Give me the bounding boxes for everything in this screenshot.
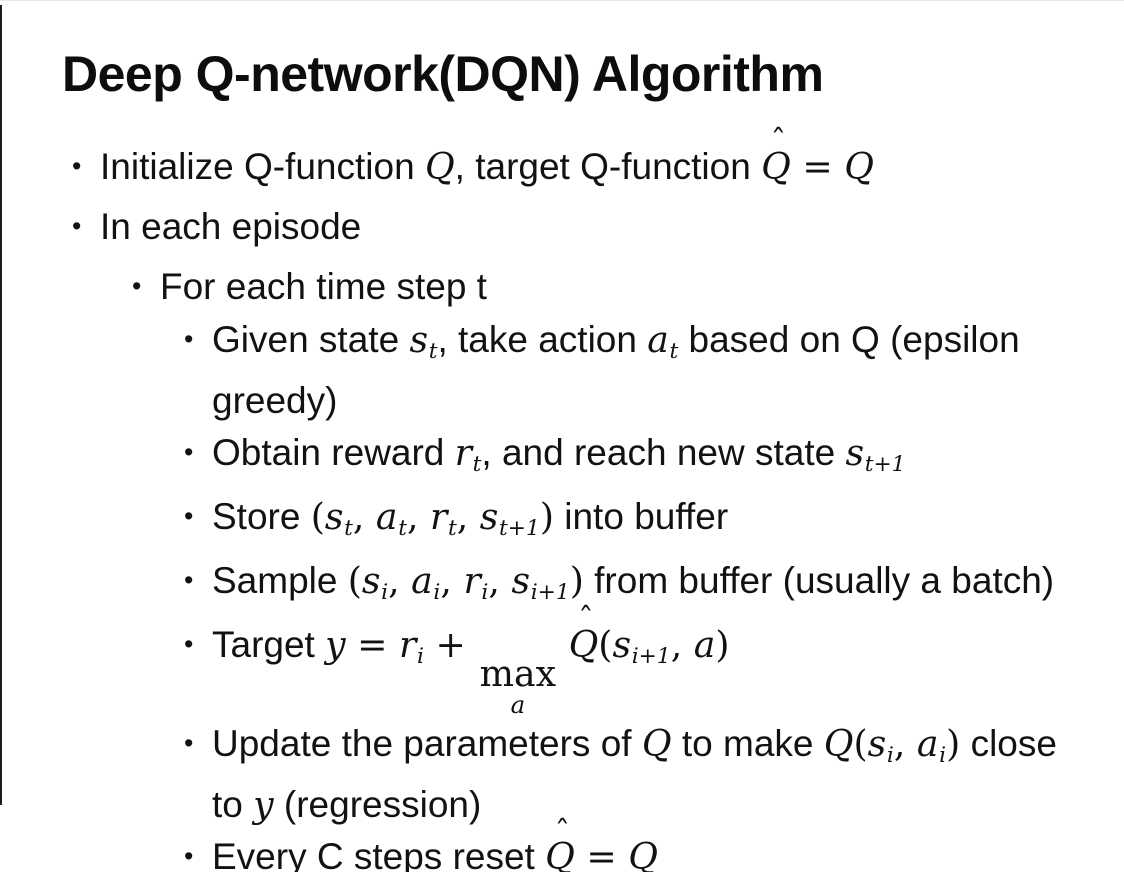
bullet-marker: • (72, 210, 82, 241)
math-subscript: t+1 (499, 515, 540, 541)
bullet-item: • Initialize Q-function Q, target Q-funct… (0, 124, 1124, 191)
math-subscript: i (381, 579, 389, 605)
bullet-marker: • (132, 270, 142, 301)
bullet-item: • Update the parameters of Q to make Q(si… (0, 719, 1124, 829)
math-subscript: t (447, 515, 457, 541)
hat-accent: ˆ (554, 814, 571, 851)
bullet-marker: • (184, 841, 194, 872)
bullet-item: • Given state st, take action at based on… (0, 315, 1124, 425)
math-subscript: t (428, 338, 438, 364)
bullet-item: • In each episode (0, 202, 1124, 251)
bullet-marker: • (184, 436, 194, 467)
hat-accent: ˆ (577, 602, 594, 639)
math-subscript: t+1 (864, 451, 906, 477)
math-subscript: i (433, 579, 441, 605)
bullet-item: • Sample (si, ai, ri, si+1) from buffer (… (0, 556, 1124, 617)
bullet-marker: • (184, 564, 194, 595)
math-subscript: i (417, 643, 424, 669)
math-subscript: i (939, 743, 947, 769)
slide-left-border (0, 5, 2, 805)
math-subscript: i (481, 579, 489, 605)
math-subscript: t (398, 515, 407, 541)
math-subscript: t (669, 338, 679, 364)
bullet-text: Update the parameters of Q to make Q(si,… (212, 722, 1057, 827)
math-subscript: i (886, 743, 894, 769)
bullet-text: In each episode (100, 205, 362, 247)
slide-title: Deep Q-network(DQN) Algorithm (62, 46, 824, 102)
bullet-item: • For each time step t (0, 262, 1124, 311)
bullet-text: Initialize Q-function Q, target Q-functi… (100, 124, 1124, 191)
bullet-item: • Store (st, at, rt, st+1) into buffer (0, 492, 1124, 553)
math-subscript: t (472, 451, 482, 477)
bullet-text: Obtain reward rt, and reach new state st… (212, 430, 906, 477)
math-subscript: i+1 (530, 579, 570, 605)
bullet-marker: • (184, 323, 194, 354)
slide-content: Deep Q-network(DQN) Algorithm • Initializ… (0, 46, 1124, 872)
bullet-text: Sample (si, ai, ri, si+1) from buffer (u… (212, 558, 1055, 605)
bullet-text: Given state st, take action at based on … (212, 317, 1020, 421)
math-subscript: t (344, 515, 353, 541)
bullet-list: • Initialize Q-function Q, target Q-funct… (0, 124, 1124, 872)
math-subscript: i+1 (631, 643, 671, 669)
bullet-marker: • (72, 150, 82, 181)
slide-top-border (0, 0, 1124, 1)
bullet-marker: • (184, 728, 194, 759)
bullet-text: Store (st, at, rt, st+1) into buffer (212, 494, 729, 541)
bullet-marker: • (184, 500, 194, 531)
bullet-text: For each time step t (160, 265, 487, 307)
bullet-marker: • (184, 628, 194, 659)
hat-accent: ˆ (770, 124, 787, 161)
bullet-item: • Obtain reward rt, and reach new state s… (0, 428, 1124, 489)
